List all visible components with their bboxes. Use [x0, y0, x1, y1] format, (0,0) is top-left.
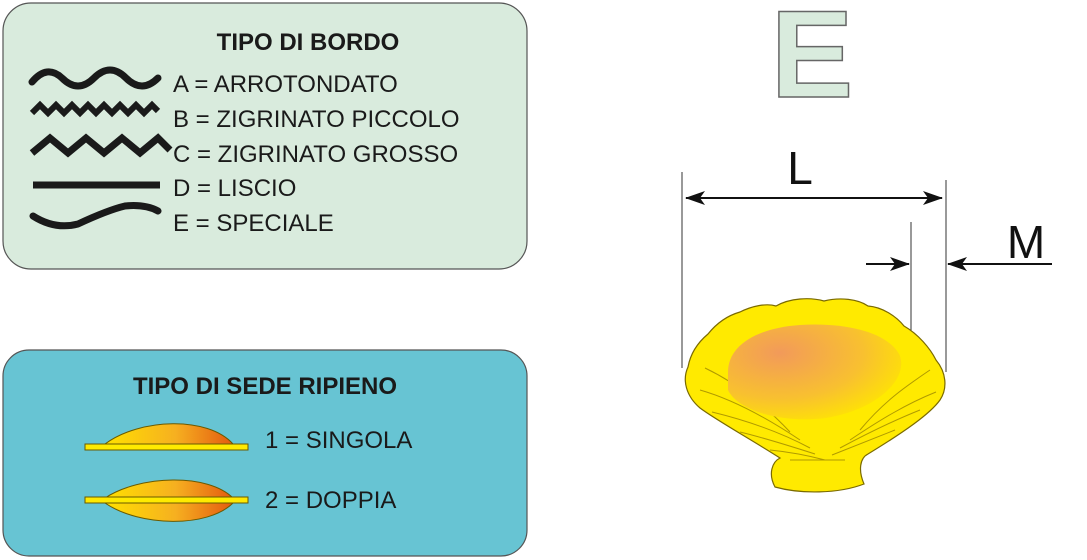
curve-special-icon	[29, 202, 162, 230]
shape-letter: E	[771, 0, 854, 124]
wave-rounded-icon	[28, 66, 162, 90]
bordo-item-c-label: C = ZIGRINATO GROSSO	[173, 141, 458, 168]
zigzag-small-icon	[29, 100, 161, 118]
double-filling-icon	[84, 479, 249, 522]
sede-title: TIPO DI SEDE RIPIENO	[133, 373, 397, 400]
bordo-item-a-label: A = ARROTONDATO	[173, 71, 398, 98]
sede-legend: TIPO DI SEDE RIPIENO 1 = SINGOLA 2 = DOP…	[2, 349, 528, 557]
bordo-title: TIPO DI BORDO	[217, 29, 400, 56]
sede-item-1-label: 1 = SINGOLA	[265, 427, 412, 454]
single-filling-icon	[84, 423, 249, 451]
shell-pasta-illustration	[684, 298, 946, 493]
bordo-legend: TIPO DI BORDO A = ARROTONDATO B = ZIGRIN…	[2, 2, 528, 270]
length-dimension: L	[681, 142, 947, 372]
bordo-item-e-label: E = SPECIALE	[173, 210, 334, 237]
bordo-item-d-label: D = LISCIO	[173, 175, 296, 202]
bordo-item-b-label: B = ZIGRINATO PICCOLO	[173, 106, 460, 133]
sede-item-2-label: 2 = DOPPIA	[265, 487, 396, 514]
margin-dimension: M	[866, 216, 1052, 368]
zigzag-large-icon	[29, 133, 173, 158]
filling-area	[728, 324, 902, 420]
margin-label: M	[1007, 216, 1045, 268]
length-label: L	[787, 142, 813, 194]
